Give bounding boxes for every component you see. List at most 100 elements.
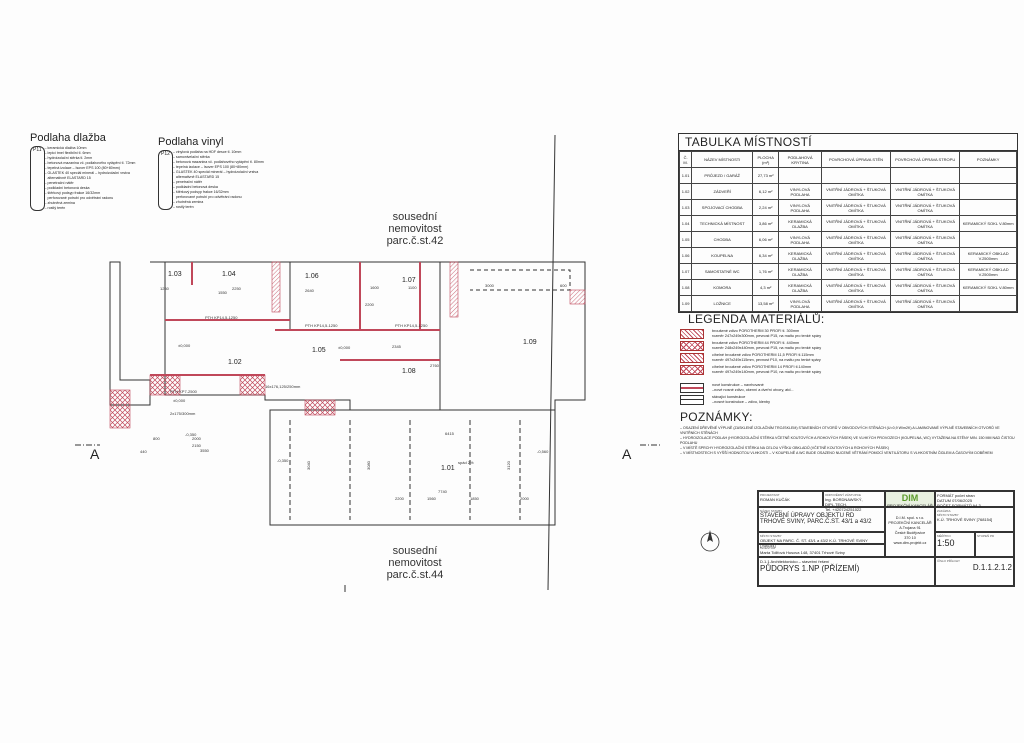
legend-item: nové konstrukce – navrhované–nové nosné …	[680, 383, 1015, 393]
legend-swatch	[680, 365, 704, 375]
neighbor-line: nemovitost	[388, 557, 442, 569]
table-cell: VNITŘNÍ JÁDROVÁ + ŠTUKOVÁ OMÍTKA	[820, 231, 892, 248]
company-line: www.dim-projekt.cz	[893, 541, 927, 545]
label: INVESTOR	[760, 546, 776, 550]
table-cell: KERAMICKÝ SOKL V.80mm	[959, 279, 1017, 296]
table-cell: 6,34 m²	[752, 247, 780, 264]
scale: 1:50	[937, 538, 955, 548]
part: D.1.1 Architektonicko – stavební řešení	[760, 559, 830, 564]
table-cell: ZÁDVEŘÍ	[691, 183, 754, 200]
level-mark: -0,350	[185, 432, 197, 437]
legend-line: cihelné broušené zdivo POROTHERM 14 PROF…	[712, 365, 812, 370]
table-cell	[959, 183, 1017, 200]
table-cell	[820, 167, 892, 184]
spec-title: Podlaha dlažba	[30, 132, 106, 144]
spec-layer: alternativně ELASTARD 15	[44, 176, 91, 180]
plan-note: 2x175/300mm	[170, 411, 196, 416]
legend-line: –nosné konstrukce – zdivo, klenby	[712, 400, 771, 404]
legend-line: stávající konstrukce	[712, 395, 746, 400]
table-cell: 1.06	[678, 247, 693, 264]
floor-spec-vinyl: Podlaha vinyl P12 – vinylová podlaha na …	[158, 136, 264, 210]
spec-layers: – vinylová podlaha na HDF desce tl. 10mm…	[173, 150, 264, 210]
column-header: NÁZEV MÍSTNOSTI	[691, 151, 754, 168]
table-cell	[959, 199, 1017, 216]
note-item: – V MÍSTĚ SPRCHY HYDROIZOLAČNÍ STĚRKA NA…	[680, 446, 889, 450]
spec-layer: – penetrační nátěr	[44, 181, 74, 185]
project-name: TRHOVÉ SVINY, PARC.Č.ST. 43/1 a 43/2	[760, 519, 872, 525]
legend-line: rozměr 247x249x300mm, pevnost P15, na ma…	[712, 334, 822, 338]
spec-layer: – GLASTEK 40 speciál minerál – hydroizol…	[172, 170, 259, 174]
table-cell: VNITŘNÍ JÁDROVÁ + ŠTUKOVÁ OMÍTKA	[890, 231, 961, 248]
table-cell	[890, 167, 961, 184]
label: FORMÁT	[937, 493, 954, 498]
dimension: 1850	[470, 496, 480, 501]
table-cell: LOŽNICE	[691, 295, 754, 312]
table-cell: SPOJOVACÍ CHODBA	[691, 199, 754, 216]
material-legend: LEGENDA MATERIÁLŮ: broušené zdivo POROTH…	[680, 312, 1015, 407]
table-cell: 1,76 m²	[752, 263, 780, 280]
dimension: 2000	[192, 436, 202, 441]
legend-text: cihelné broušené zdivo POROTHERM 11,5 PR…	[712, 353, 821, 362]
table-cell: KOMORA	[691, 279, 754, 296]
table-cell: VNITŘNÍ JÁDROVÁ + ŠTUKOVÁ OMÍTKA	[820, 183, 892, 200]
table-cell: 6,06 m²	[752, 231, 780, 248]
dimension: 2200	[365, 302, 375, 307]
label: MÍSTO STAVBY	[760, 534, 782, 538]
company-line: D.I.M. spol. s r.o.	[895, 516, 925, 520]
table-cell: VINYLOVÁ PODLAHA	[778, 183, 822, 200]
level-mark: -0,350	[277, 458, 289, 463]
neighbor-line: nemovitost	[388, 223, 442, 235]
label: ZAKÁZKA	[937, 509, 951, 513]
neighbor-bottom-label: sousední nemovitost parc.č.st.44	[360, 545, 470, 581]
table-cell: KERAMICKÁ DLAŽBA	[778, 279, 822, 296]
neighbor-line: parc.č.st.44	[386, 569, 444, 581]
phone: Tel. +420724251022	[825, 507, 862, 512]
dimension: 2000	[520, 496, 530, 501]
table-cell: 6,12 m²	[752, 183, 780, 200]
spec-layer: – podkladní betonová deska	[44, 186, 90, 190]
column-header: POZNÁMKY	[959, 151, 1017, 168]
column-header: POVRCHOVÁ ÚPRAVA STROPU	[890, 151, 961, 168]
column-header: Č. M.	[678, 151, 693, 168]
company-line: 370 10	[904, 536, 916, 540]
checked-by: Ing. BORDNAWSKÝ, DIPL.TECH.	[825, 497, 863, 507]
label: MÍSTO STAVBY	[937, 513, 959, 517]
spec-layer: – GLASTEK 40 speciál minerál – hydroizol…	[44, 171, 130, 175]
dimension: 3550	[200, 448, 210, 453]
legend-line: rozměr 497x249x140mm, pevnost P10, na ma…	[712, 370, 822, 374]
legend-swatch	[680, 383, 704, 393]
dimension: 1600	[370, 285, 380, 290]
investor: Husova 148, 37401 Trhové Sviny	[785, 550, 845, 555]
notes-title: POZNÁMKY:	[680, 410, 753, 424]
table-cell	[959, 295, 1017, 312]
table-cell: KERAMICKÁ DLAŽBA	[778, 263, 822, 280]
dimension: 2345	[392, 344, 402, 349]
table-cell: KERAMICKÝ OBKLAD V.2500mm	[959, 247, 1017, 264]
room-label: 1.02	[228, 359, 242, 366]
spec-layer: perforované potrubí pro odvětrání radonu	[172, 195, 242, 199]
spec-layer: perforované potrubí pro odvětrání radonu	[44, 196, 114, 200]
legend-swatch	[680, 395, 704, 405]
table-cell: 13,58 m²	[752, 295, 780, 312]
date: 07/06/2025	[952, 498, 973, 503]
legend-line: –nové nosné zdivo, okenní a dveřní otvor…	[712, 388, 794, 392]
neighbor-line: sousední	[392, 545, 438, 557]
spec-code: P11	[30, 146, 45, 211]
column-header: PODLAHOVÁ KRYTINA	[778, 151, 822, 168]
table-cell: VINYLOVÁ PODLAHA	[778, 199, 822, 216]
label: PROJEKTANT	[760, 493, 780, 497]
room-label: 1.01	[441, 465, 455, 472]
legend-text: stávající konstrukce–nosné konstrukce – …	[712, 395, 770, 404]
dimension: 1560	[427, 496, 437, 501]
legend-line: cihelné broušené zdivo POROTHERM 11,5 PR…	[712, 353, 814, 358]
label: ODPOVĚDNÝ ZÁSTUPCE	[825, 493, 862, 497]
spec-layer: – penetrační nátěr	[172, 180, 203, 184]
